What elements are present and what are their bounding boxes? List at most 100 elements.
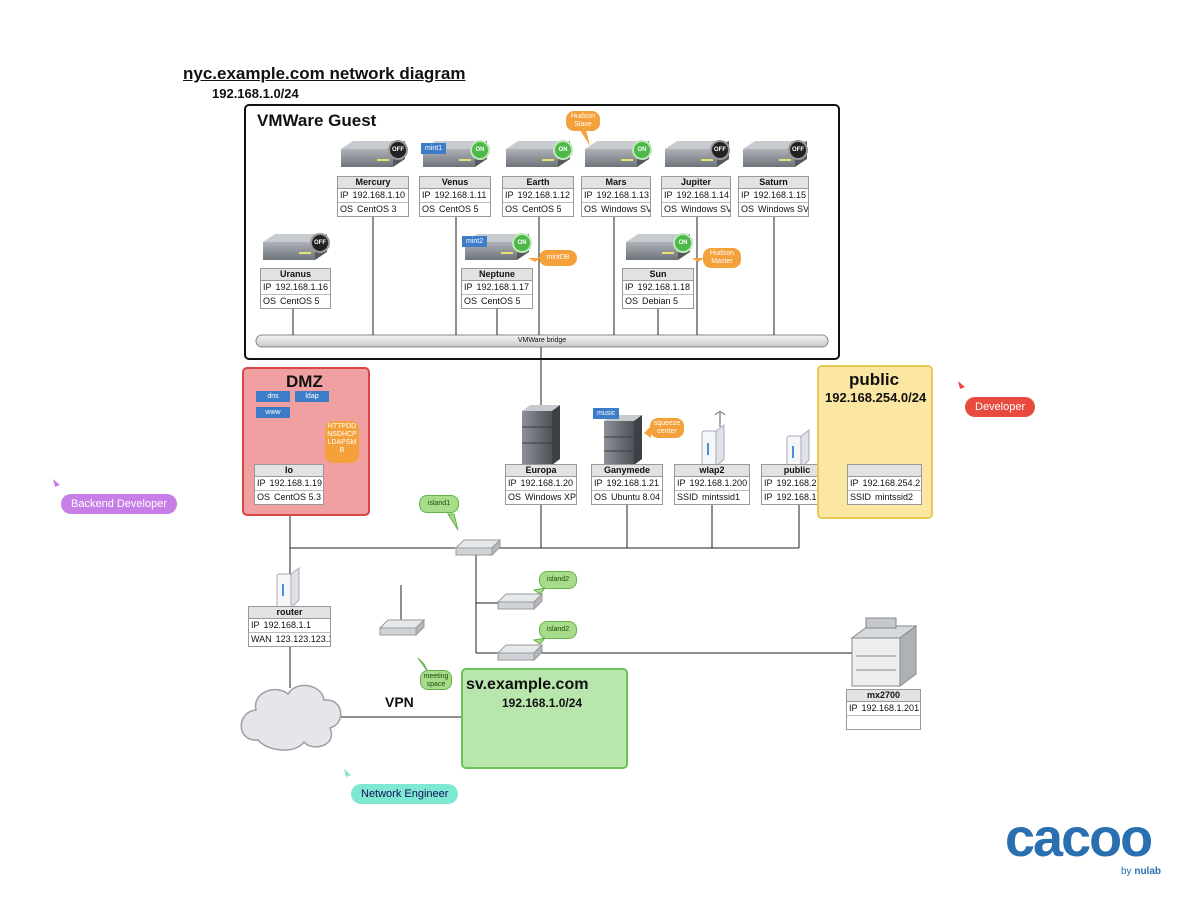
- server-ip: 192.168.1.20: [520, 478, 574, 488]
- tag-www: www: [256, 407, 290, 418]
- ap-ip: 192.168.254.2: [862, 478, 921, 488]
- server-ip: 192.168.1.19: [269, 478, 323, 488]
- cacoo-logo: cacoo: [1005, 808, 1153, 868]
- server-name: Mars: [582, 177, 650, 189]
- internet-cloud: [240, 684, 342, 751]
- ap-ssid: mintssid2: [875, 492, 914, 502]
- island-pointers: [417, 513, 547, 673]
- vmware-bridge: [255, 334, 829, 348]
- tag-mint1: mint1: [421, 143, 447, 154]
- vmware-guest-panel[interactable]: VMWare Guest: [244, 104, 840, 360]
- server-ip: 192.168.1.14: [676, 190, 730, 200]
- server-os: CentOS 5: [522, 204, 562, 214]
- nulab-brand: nulab: [1134, 866, 1162, 877]
- server-os: CentOS 5: [481, 296, 521, 306]
- note-squeeze-center: squeeze center: [650, 418, 684, 438]
- server-os: Ubuntu 8.04: [611, 492, 661, 502]
- status-badge-on: ON: [553, 140, 573, 160]
- server-os: Windows SV: [758, 204, 808, 214]
- sv-title: sv.example.com: [466, 676, 589, 693]
- gateway-ip-2: 192.168.1.254: [776, 492, 832, 502]
- public-subnet: 192.168.254.0/24: [825, 390, 927, 405]
- server-os: CentOS 5.3: [274, 492, 322, 502]
- server-name: Jupiter: [662, 177, 730, 189]
- server-os: Windows SV: [681, 204, 730, 214]
- server-ip: 192.168.1.10: [352, 190, 406, 200]
- server-os: Windows SV: [601, 204, 650, 214]
- network-switches: [378, 538, 544, 662]
- label-island2: island2: [539, 571, 577, 589]
- public-panel[interactable]: public 192.168.254.0/24: [817, 365, 933, 519]
- status-badge-off: OFF: [788, 140, 808, 160]
- server-name: Saturn: [739, 177, 808, 189]
- persona-backend-developer[interactable]: Backend Developer: [61, 494, 178, 514]
- vmware-panel-title: VMWare Guest: [257, 111, 377, 130]
- persona-developer[interactable]: Developer: [965, 397, 1036, 417]
- label-meeting-space: meeting space: [420, 670, 452, 690]
- note-hudson-slave: Hudson Slave: [566, 111, 600, 131]
- server-ip: 192.168.1.18: [637, 282, 691, 292]
- label-island1: island1: [419, 495, 459, 513]
- status-badge-off: OFF: [710, 140, 730, 160]
- printer-ip: 192.168.1.201: [861, 703, 920, 713]
- gateway-ip: 192.168.254.1: [776, 478, 832, 488]
- server-name: Sun: [623, 269, 693, 281]
- router-name: router: [249, 607, 330, 619]
- dmz-title: DMZ: [286, 372, 323, 391]
- server-os: Windows XP: [525, 492, 576, 502]
- server-ip: 192.168.1.21: [606, 478, 660, 488]
- gateway-name: public: [762, 465, 832, 477]
- server-name: Io: [255, 465, 323, 477]
- server-ip: 192.168.1.12: [517, 190, 571, 200]
- server-os: CentOS 3: [357, 204, 397, 214]
- server-os: CentOS 5: [280, 296, 320, 306]
- server-ip: 192.168.1.11: [434, 190, 487, 200]
- vpn-label: VPN: [385, 694, 414, 710]
- printer-graphic: [850, 617, 918, 687]
- server-os: Debian 5: [642, 296, 679, 306]
- ap-ssid: mintssid1: [702, 492, 741, 502]
- server-name: Ganymede: [592, 465, 662, 477]
- status-badge-on: ON: [470, 140, 490, 160]
- note-dmz-services: HTTPDD NSDHCP LDAPSM B: [325, 421, 359, 463]
- server-ip: 192.168.1.17: [476, 282, 530, 292]
- status-badge-on: ON: [512, 233, 532, 253]
- server-name: Neptune: [462, 269, 532, 281]
- bridge-label: VMWare bridge: [517, 337, 567, 344]
- server-name: Mercury: [338, 177, 408, 189]
- tag-music: music: [593, 408, 620, 419]
- page-subtitle: 192.168.1.0/24: [212, 86, 299, 101]
- persona-network-engineer[interactable]: Network Engineer: [351, 784, 459, 804]
- logo-by: by nulab: [1121, 866, 1162, 877]
- server-ip: 192.168.1.16: [275, 282, 329, 292]
- public-title: public: [849, 370, 900, 389]
- status-badge-on: ON: [673, 233, 693, 253]
- server-ip: 192.168.1.15: [753, 190, 807, 200]
- tag-ldap: ldap: [295, 391, 329, 402]
- server-os: CentOS 5: [439, 204, 479, 214]
- server-name: Europa: [506, 465, 576, 477]
- rack-servers: [263, 141, 807, 260]
- sv-subnet: 192.168.1.0/24: [502, 696, 583, 710]
- cursor-icons: [53, 381, 965, 777]
- tag-dns: dns: [256, 391, 290, 402]
- router-wan: 123.123.123.1: [275, 634, 330, 644]
- sv-example-panel[interactable]: sv.example.com 192.168.1.0/24: [461, 668, 628, 769]
- printer-name: mx2700: [847, 690, 920, 702]
